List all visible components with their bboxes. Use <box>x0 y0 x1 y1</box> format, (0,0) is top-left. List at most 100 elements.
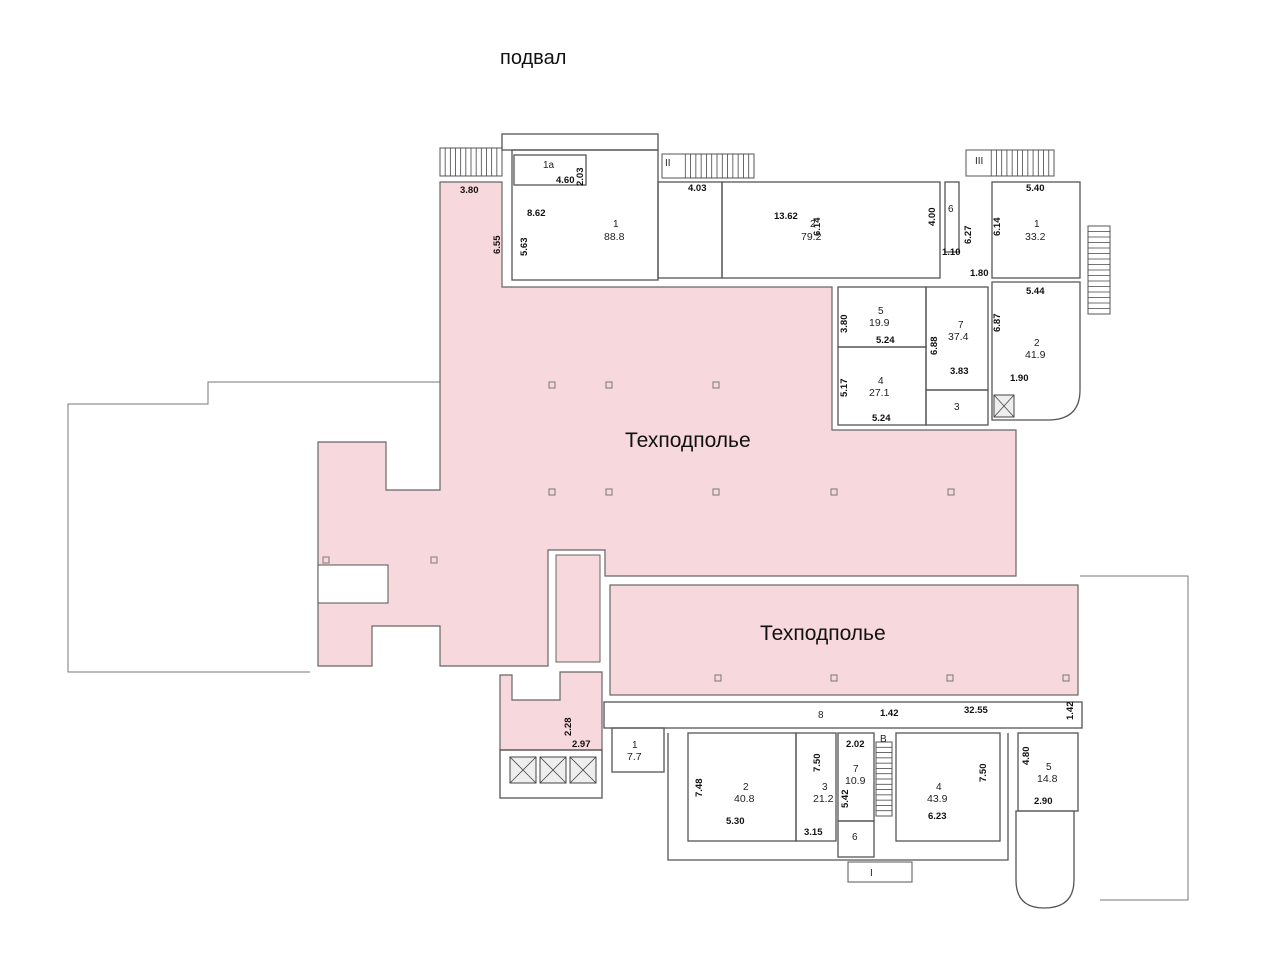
dimension: 2.97 <box>572 739 591 750</box>
room-e1-wall <box>991 181 1081 279</box>
column-marker <box>605 381 613 389</box>
south-round-annex <box>1015 810 1075 909</box>
column-marker <box>712 488 720 496</box>
room-number: 5 <box>878 306 884 317</box>
dimension: 3.15 <box>804 827 823 838</box>
room-area: 27.1 <box>869 387 890 399</box>
dimension: 3.83 <box>950 366 969 377</box>
dimension: 13.62 <box>774 211 798 222</box>
dimension: 1.90 <box>1010 373 1029 384</box>
dimension: 32.55 <box>964 705 988 716</box>
room-s4-wall <box>895 732 1001 842</box>
dimension: 8.62 <box>527 208 546 219</box>
stair-i-label: I <box>870 868 873 879</box>
north-corridor-wall <box>501 133 659 151</box>
column-marker <box>947 488 955 496</box>
dimension: 5.24 <box>876 335 895 346</box>
tech-zone-south <box>609 584 1079 696</box>
room-m3-wall <box>925 389 989 426</box>
column-marker <box>430 556 438 564</box>
lift-block-wall <box>499 749 603 799</box>
lift-icons <box>509 756 597 784</box>
room-number: 7 <box>958 320 964 331</box>
room-number: 5 <box>1046 762 1052 773</box>
room-number: 2 <box>743 782 749 793</box>
column-marker <box>714 674 722 682</box>
stair-step <box>539 756 567 784</box>
stair-east <box>1087 225 1111 315</box>
dimension: 2.02 <box>846 739 865 750</box>
room-number: 4 <box>878 376 884 387</box>
dimension: 5.42 <box>840 790 851 809</box>
column-marker <box>1062 674 1070 682</box>
tech-zone-north-label: Техподполье <box>625 429 751 452</box>
dimension: 6.14 <box>812 217 823 236</box>
column-marker <box>830 674 838 682</box>
dimension: 4.00 <box>927 208 938 227</box>
room-e2-wall <box>991 281 1081 421</box>
dimension: 7.50 <box>812 754 823 773</box>
dimension: 3.80 <box>839 315 850 334</box>
room-n2-wall <box>721 181 941 279</box>
room-number: 4 <box>936 782 942 793</box>
column-marker <box>548 381 556 389</box>
column-markers <box>322 381 1070 682</box>
stair-step <box>509 756 537 784</box>
dimension: 6.88 <box>929 337 940 356</box>
stair-south-i <box>847 861 913 883</box>
dimension: 5.63 <box>519 238 530 257</box>
inner-block <box>317 564 389 604</box>
room-area: 41.9 <box>1025 349 1046 361</box>
room-n1a-wall <box>513 154 587 186</box>
room-area: 19.9 <box>869 317 890 329</box>
dimension: 4.60 <box>556 175 575 186</box>
column-marker <box>605 488 613 496</box>
room-area: 79.2 <box>801 231 822 243</box>
room-s8-corridor <box>603 701 1083 729</box>
dimension: 2.28 <box>563 718 574 737</box>
room-s3-wall <box>795 732 837 842</box>
dimension: 7.50 <box>978 764 989 783</box>
stair-ii-label: II <box>665 158 671 169</box>
dimension: 1.10 <box>942 247 961 258</box>
room-number: 7 <box>853 764 859 775</box>
dimension: 4.80 <box>1021 747 1032 766</box>
room-number: 3 <box>822 782 828 793</box>
room-s1-wall <box>611 727 665 773</box>
dimension: 5.44 <box>1026 286 1045 297</box>
south-wing-outline <box>667 733 1009 861</box>
stair-b-label: В <box>880 734 887 745</box>
room-number: 8 <box>818 710 824 721</box>
room-number: 2 <box>810 219 816 230</box>
column-marker <box>946 674 954 682</box>
column-marker <box>830 488 838 496</box>
stair-north-west <box>439 147 503 177</box>
room-area: 21.2 <box>813 793 834 805</box>
room-n1-ext-wall <box>657 181 723 279</box>
neighbor-outline-east <box>1080 575 1189 901</box>
dimension: 5.40 <box>1026 183 1045 194</box>
dimension: 1.42 <box>880 708 899 719</box>
stair-step <box>569 756 597 784</box>
dimension: 7.48 <box>694 779 705 798</box>
neighbor-outline-west <box>67 381 440 673</box>
dimension: 4.03 <box>688 183 707 194</box>
dimension: 5.17 <box>839 379 850 398</box>
dimension: 3.80 <box>460 185 479 196</box>
room-number: 6 <box>948 204 954 215</box>
tech-strip <box>555 554 601 663</box>
plan-title: подвал <box>500 47 567 69</box>
dimension: 6.55 <box>492 235 503 254</box>
room-area: 33.2 <box>1025 231 1046 243</box>
room-area: 43.9 <box>927 793 948 805</box>
room-area: 37.4 <box>948 331 969 343</box>
room-area: 7.7 <box>627 751 642 763</box>
room-number: 1 <box>632 740 638 751</box>
dimension: 6.27 <box>963 226 974 245</box>
room-number: 3 <box>954 402 960 413</box>
stair-iii-label: III <box>975 156 983 167</box>
stair-north-iii <box>965 149 1055 177</box>
room-s6-wall <box>837 820 875 858</box>
stair-south-b <box>875 741 893 817</box>
